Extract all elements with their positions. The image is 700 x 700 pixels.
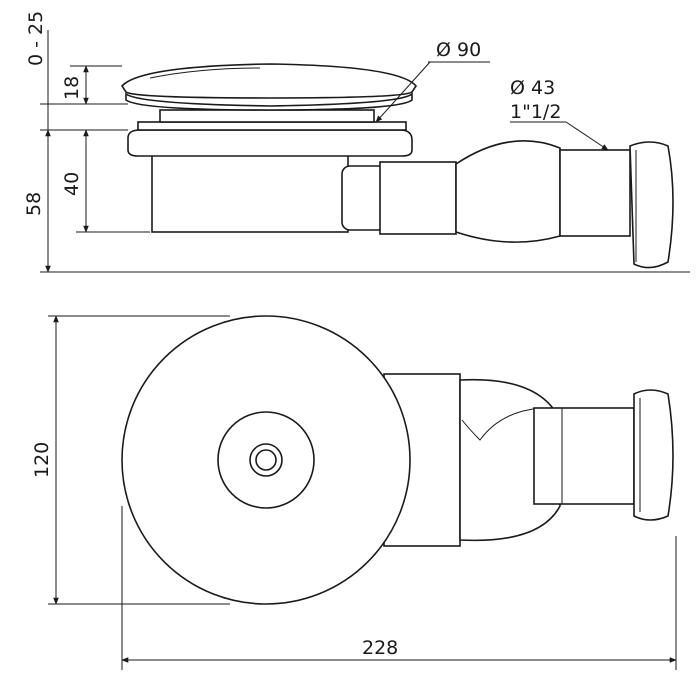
cover-cap (120, 63, 417, 99)
dim-228: 228 (362, 637, 398, 659)
seal-ring (137, 121, 407, 131)
dim-adjust-range: 0 - 25 (25, 11, 47, 66)
leader-43 (565, 121, 609, 151)
dim-40: 40 (61, 172, 83, 196)
outlet-elbow (455, 140, 561, 243)
outlet-nut (629, 141, 674, 269)
side-view: 0 - 25 18 40 58 Ø 90 Ø 43 1"1/2 (23, 11, 690, 273)
elbow-detail (461, 407, 541, 441)
dim-diameter-90: Ø 90 (436, 39, 481, 61)
outlet-socket-top (533, 407, 635, 505)
grate-stem (159, 109, 375, 123)
dim-58: 58 (23, 192, 45, 216)
dim-18: 18 (61, 76, 83, 100)
dim-thread: 1"1/2 (510, 101, 561, 123)
top-view: 120 228 (31, 315, 677, 670)
outlet-pipe (379, 161, 457, 235)
cover-rim (125, 92, 413, 111)
drain-body (151, 151, 349, 233)
dim-diameter-43: Ø 43 (510, 77, 555, 99)
outlet-socket (559, 149, 631, 237)
center-hole (255, 449, 277, 471)
outlet-nut-top (633, 389, 674, 521)
dim-120: 120 (31, 442, 53, 478)
cover-highlight (149, 67, 261, 79)
drain-flange (127, 129, 413, 157)
leader-90 (375, 61, 431, 123)
